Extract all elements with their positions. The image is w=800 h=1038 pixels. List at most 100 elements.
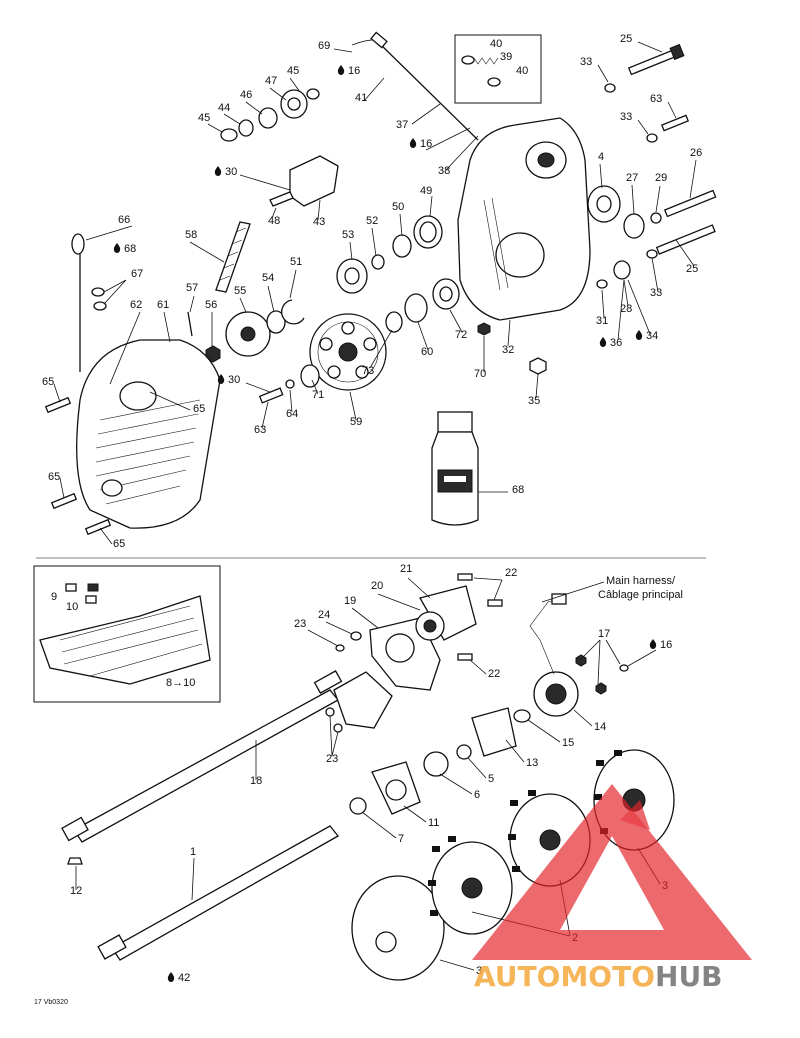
callout-c40b: 40: [516, 65, 528, 77]
callout-c11: 11: [428, 817, 439, 829]
callout-c62: 62: [130, 299, 142, 311]
callout-c13: 13: [526, 757, 538, 769]
callout-c51: 51: [290, 256, 302, 268]
callout-c16b: 16: [420, 138, 432, 150]
callout-c67: 67: [131, 268, 143, 280]
callout-c25a: 25: [620, 33, 632, 45]
callout-c53: 53: [342, 229, 354, 241]
callout-c28: 28: [620, 303, 632, 315]
callout-c44: 44: [218, 102, 230, 114]
callout-c6: 6: [474, 789, 480, 801]
callout-c12: 12: [70, 885, 82, 897]
oil-drop-icon: [599, 337, 607, 347]
oil-drop-icon: [649, 639, 657, 649]
callout-c52: 52: [366, 215, 378, 227]
chaincase-assembly: [44, 31, 717, 545]
callout-c16a: 16: [348, 65, 360, 77]
callout-c42: 42: [178, 972, 190, 984]
callout-c25b: 25: [686, 263, 698, 275]
callout-c58: 58: [185, 229, 197, 241]
callout-c33c: 33: [650, 287, 662, 299]
callout-c54: 54: [262, 272, 274, 284]
callout-c41: 41: [355, 92, 367, 104]
callout-c65b: 65: [193, 403, 205, 415]
callout-c7: 7: [398, 833, 404, 845]
oil-drop-icon: [337, 65, 345, 75]
callout-c39: 39: [500, 51, 512, 63]
callout-c65d: 65: [113, 538, 125, 550]
callout-c49: 49: [420, 185, 432, 197]
callout-c50: 50: [392, 201, 404, 213]
callout-c8to10: 8→10: [166, 677, 195, 689]
callout-c61: 61: [157, 299, 169, 311]
callout-c48: 48: [268, 215, 280, 227]
callout-c63a: 63: [650, 93, 662, 105]
callout-c10: 10: [66, 601, 78, 613]
automotohub-watermark: AUTOMOTOHUB: [472, 784, 752, 993]
callout-c72: 72: [455, 329, 467, 341]
callout-c22a: 22: [505, 567, 517, 579]
callout-c3b: 3: [476, 965, 482, 977]
callout-c16c: 16: [660, 639, 672, 651]
oil-drop-icon: [214, 166, 222, 176]
callout-c45b: 45: [198, 112, 210, 124]
callout-c60: 60: [421, 346, 433, 358]
callout-c38: 38: [438, 165, 450, 177]
callout-c18: 18: [250, 775, 262, 787]
callout-c57: 57: [186, 282, 198, 294]
callout-c69: 69: [318, 40, 330, 52]
callout-c17: 17: [598, 628, 610, 640]
callout-c37: 37: [396, 119, 408, 131]
callout-c30b: 30: [228, 374, 240, 386]
callout-c19: 19: [344, 595, 356, 607]
spring-inset-box: [454, 34, 542, 104]
callout-c1: 1: [190, 846, 196, 858]
callout-c47: 47: [265, 75, 277, 87]
callout-c36: 36: [610, 337, 622, 349]
oil-drop-icon: [635, 330, 643, 340]
callout-c9: 9: [51, 591, 57, 603]
oil-drop-icon: [409, 138, 417, 148]
callout-c35: 35: [528, 395, 540, 407]
harness-label-line2: Câblage principal: [598, 589, 683, 601]
callout-c55: 55: [234, 285, 246, 297]
callout-c59: 59: [350, 416, 362, 428]
callout-c32: 32: [502, 344, 514, 356]
oil-drop-icon: [167, 972, 175, 982]
callout-c33b: 33: [620, 111, 632, 123]
callout-c5: 5: [488, 773, 494, 785]
callout-c31: 31: [596, 315, 608, 327]
callout-c66: 66: [118, 214, 130, 226]
callout-c22b: 22: [488, 668, 500, 680]
callout-c65c: 65: [48, 471, 60, 483]
callout-c73: 73: [362, 365, 374, 377]
callout-c23a: 23: [294, 618, 306, 630]
callout-c20: 20: [371, 580, 383, 592]
callout-c64: 64: [286, 408, 298, 420]
watermark-triangle-logo: [472, 784, 752, 960]
callout-c27: 27: [626, 172, 638, 184]
drive-axle-assembly: [33, 565, 675, 981]
callout-c68b: 68: [512, 484, 524, 496]
callout-c70: 70: [474, 368, 486, 380]
callout-c21: 21: [400, 563, 412, 575]
callout-c43: 43: [313, 216, 325, 228]
oil-bottle: [431, 411, 479, 526]
callout-c71: 71: [312, 389, 324, 401]
svg-text:AUTOMOTOHUB: AUTOMOTOHUB: [474, 960, 723, 993]
callout-c15: 15: [562, 737, 574, 749]
harness-label-line1: Main harness/: [606, 575, 676, 587]
figure-code: 17 Vb0320: [34, 999, 68, 1006]
callout-c24: 24: [318, 609, 330, 621]
callout-c45a: 45: [287, 65, 299, 77]
callout-c34: 34: [646, 330, 658, 342]
callout-c68a: 68: [124, 243, 136, 255]
callout-c56: 56: [205, 299, 217, 311]
callout-c65a: 65: [42, 376, 54, 388]
callout-c14: 14: [594, 721, 606, 733]
callout-c23b: 23: [326, 753, 338, 765]
callout-c63b: 63: [254, 424, 266, 436]
watermark-brand-auto: AUTOMOTO: [474, 960, 655, 993]
